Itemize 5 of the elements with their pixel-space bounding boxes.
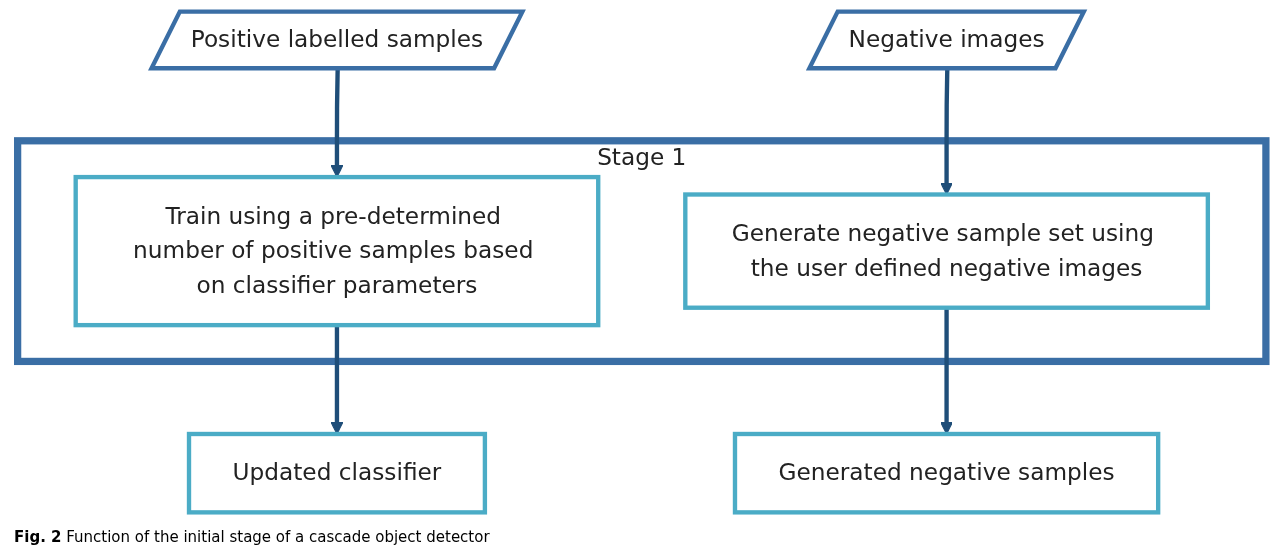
node-box: Train using a pre-determined number of positive samples based on classifier parameters [73,174,601,328]
node-box: Updated classifier [187,431,488,515]
node-box: Generate negative sample set using the user defined negative images [683,192,1211,310]
node-box: Generated negative samples [733,431,1161,515]
figure-caption: Fig. 2 Function of the initial stage of a cascade object detector [13,527,491,548]
